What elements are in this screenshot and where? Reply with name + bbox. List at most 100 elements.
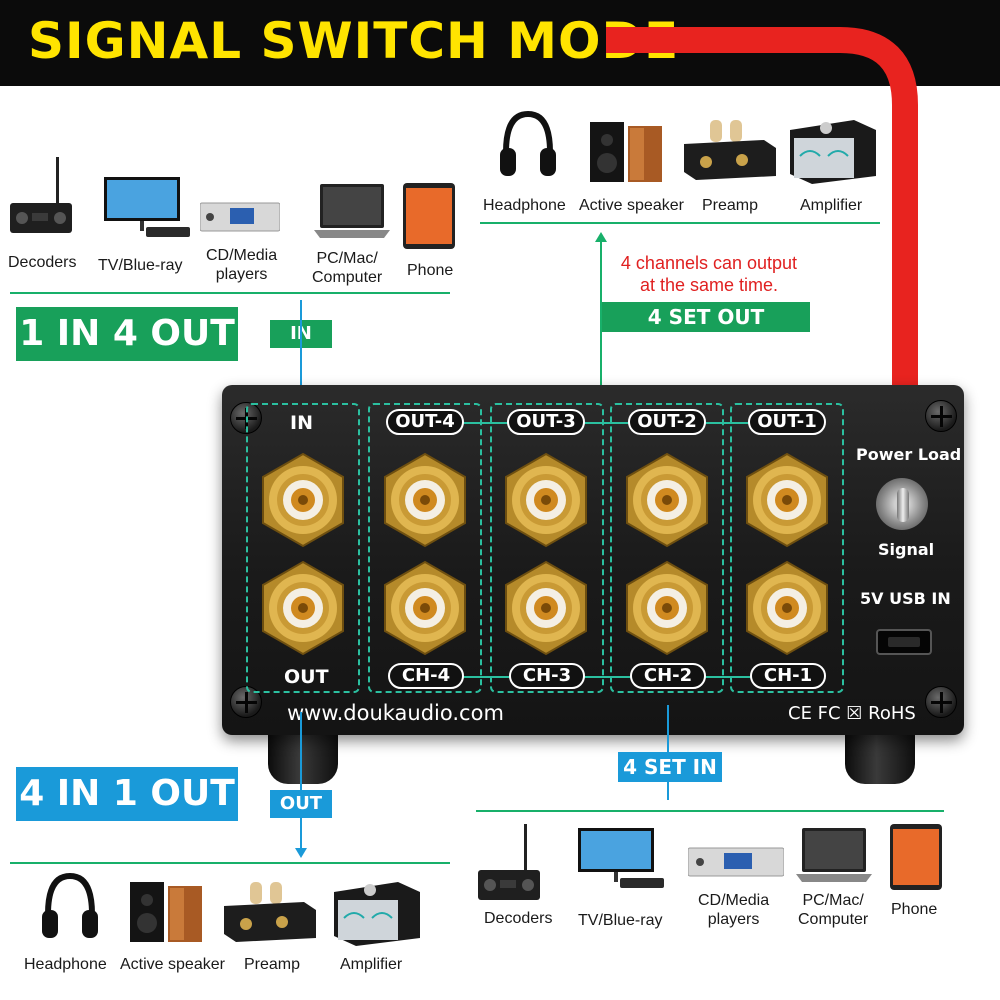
out-badge: OUT — [270, 790, 332, 818]
rca-jack-in-out-bottom[interactable] — [255, 560, 351, 656]
bottom-decoder-device — [478, 822, 540, 904]
pc-label: PC/Mac/ Computer — [312, 249, 382, 287]
ch1-group — [730, 403, 844, 693]
bottom-phone-device — [890, 824, 942, 890]
rca-jack-ch4-bottom[interactable] — [377, 560, 473, 656]
decoders-label: Decoders — [8, 254, 77, 271]
mode-1in4out-badge: 1 IN 4 OUT — [16, 307, 238, 361]
set-in-badge: 4 SET IN — [618, 752, 722, 782]
top-right-divider — [480, 222, 880, 224]
bottom-phone-label: Phone — [891, 901, 938, 918]
rca-jack-ch2-top[interactable] — [619, 452, 715, 548]
phone-label: Phone — [407, 262, 454, 279]
bottom-laptop-device — [796, 826, 872, 884]
cd-player-label-line2: players — [215, 266, 268, 283]
tv-device — [102, 175, 192, 243]
rca-jack-ch3-top[interactable] — [498, 452, 594, 548]
rca-jack-ch2-bottom[interactable] — [619, 560, 715, 656]
ch-1-pill: CH-1 — [750, 663, 826, 689]
top-left-divider — [10, 292, 450, 294]
bottom-right-divider — [476, 810, 944, 812]
output-note-line1: 4 channels can output — [620, 253, 798, 273]
out-2-pill: OUT-2 — [628, 409, 706, 435]
rca-jack-ch3-bottom[interactable] — [498, 560, 594, 656]
bottom-pc-label: PC/Mac/ Computer — [798, 891, 868, 929]
mode-4in1out-badge: 4 IN 1 OUT — [16, 767, 238, 821]
active-speaker-label: Active speaker — [579, 197, 684, 214]
bottom-cd-player-label-line1: CD/Media — [698, 892, 770, 909]
preamp-device — [684, 118, 776, 180]
out-4-pill: OUT-4 — [386, 409, 464, 435]
bottom-tv-label: TV/Blue-ray — [578, 912, 663, 929]
panel-out-label: OUT — [284, 666, 329, 688]
cd-player-device — [199, 195, 281, 235]
bottom-active-speaker-label: Active speaker — [120, 956, 225, 973]
bottom-cd-player-label: CD/Media players — [698, 891, 769, 929]
laptop-device — [314, 182, 390, 240]
amplifier-device — [786, 116, 878, 184]
set-out-arrow — [595, 232, 607, 242]
rca-jack-ch4-top[interactable] — [377, 452, 473, 548]
bottom-cd-player-device — [687, 840, 785, 880]
ch-2-pill: CH-2 — [630, 663, 706, 689]
rca-jack-ch1-top[interactable] — [739, 452, 835, 548]
out-1-pill: OUT-1 — [748, 409, 826, 435]
cd-player-label-line1: CD/Media — [206, 247, 278, 264]
active-speaker-device — [590, 118, 664, 184]
rca-jack-ch1-bottom[interactable] — [739, 560, 835, 656]
output-note: 4 channels can output at the same time. — [604, 252, 814, 296]
page-title: SIGNAL SWITCH MODE — [28, 12, 680, 70]
cd-player-label: CD/Media players — [206, 246, 277, 284]
bottom-active-speaker-device — [130, 878, 204, 944]
right-foot — [845, 728, 915, 784]
bottom-amplifier-label: Amplifier — [340, 956, 403, 973]
headphone-device — [498, 110, 558, 180]
pc-label-line1: PC/Mac/ — [316, 250, 378, 267]
set-out-badge: 4 SET OUT — [602, 302, 810, 332]
bottom-headphone-label: Headphone — [24, 956, 107, 973]
amplifier-label: Amplifier — [800, 197, 863, 214]
tv-label: TV/Blue-ray — [98, 257, 183, 274]
decoder-device — [10, 155, 72, 237]
usb-label: 5V USB IN — [860, 589, 951, 608]
ch4-group — [368, 403, 482, 693]
set-out-line — [600, 242, 602, 390]
in-line — [300, 300, 302, 390]
ch3-group — [490, 403, 604, 693]
screw-bottom-left-icon — [230, 686, 262, 718]
bottom-amplifier-device — [330, 878, 422, 946]
rca-jack-in-out-top[interactable] — [255, 452, 351, 548]
signal-power-toggle[interactable] — [897, 488, 909, 522]
bottom-preamp-device — [224, 880, 316, 942]
bottom-left-divider — [10, 862, 450, 864]
usb-port[interactable] — [876, 629, 932, 655]
ch-pill-connector — [440, 676, 780, 678]
pc-label-line2: Computer — [312, 269, 383, 286]
screw-bottom-right-icon — [925, 686, 957, 718]
bottom-decoders-label: Decoders — [484, 910, 553, 927]
phone-device — [403, 183, 455, 249]
power-load-label: Power Load — [856, 445, 962, 464]
website-label: www.doukaudio.com — [287, 701, 504, 725]
in-out-group — [246, 403, 360, 693]
out-line — [300, 712, 302, 852]
bottom-pc-label-line2: Computer — [798, 911, 869, 928]
certifications-label: CE FC ☒ RoHS — [788, 703, 916, 724]
output-note-line2: at the same time. — [639, 275, 779, 295]
signal-label: Signal — [878, 540, 935, 559]
out-3-pill: OUT-3 — [507, 409, 585, 435]
ch-3-pill: CH-3 — [509, 663, 585, 689]
bottom-pc-label-line1: PC/Mac/ — [802, 892, 864, 909]
out-arrow — [295, 848, 307, 858]
bottom-tv-device — [576, 826, 666, 894]
headphone-label: Headphone — [483, 197, 566, 214]
ch2-group — [610, 403, 724, 693]
out-pill-connector — [440, 422, 780, 424]
preamp-label: Preamp — [702, 197, 759, 214]
screw-top-right-icon — [925, 400, 957, 432]
bottom-cd-player-label-line2: players — [707, 911, 760, 928]
bottom-headphone-device — [40, 872, 100, 942]
ch-4-pill: CH-4 — [388, 663, 464, 689]
panel-in-label: IN — [290, 412, 313, 434]
bottom-preamp-label: Preamp — [244, 956, 301, 973]
